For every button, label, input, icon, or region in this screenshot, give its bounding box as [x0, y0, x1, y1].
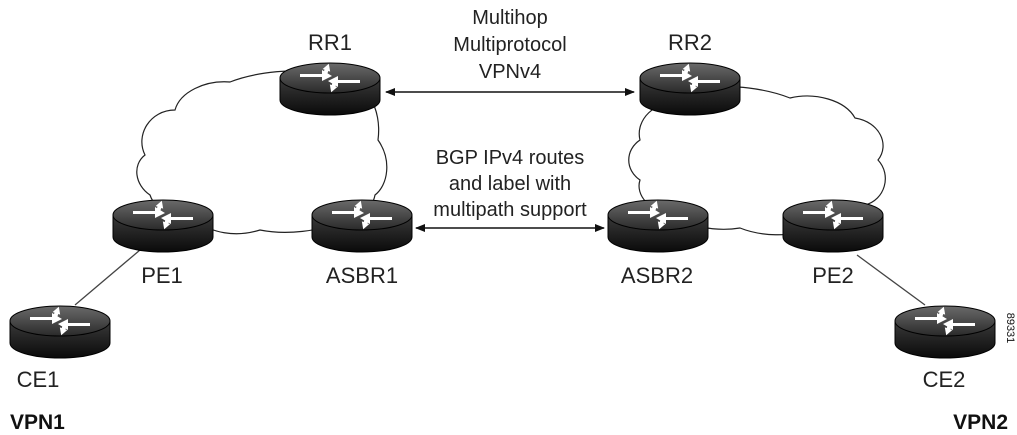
rr1-label: RR1: [308, 30, 352, 55]
bgp-annotation-line-3: multipath support: [433, 199, 587, 221]
figure-id: 89331: [1004, 313, 1016, 344]
vpn-left-label: VPN1: [10, 411, 65, 434]
multihop-annotation-line-3: VPNv4: [479, 61, 541, 83]
ce1-label: CE1: [17, 367, 60, 392]
asbr2-label: ASBR2: [621, 263, 693, 288]
rr1-router-icon: [279, 61, 381, 116]
ce2-label: CE2: [923, 367, 966, 392]
multihop-annotation-line-2: Multiprotocol: [453, 34, 566, 56]
multihop-annotation-line-1: Multihop: [472, 7, 548, 29]
bgp-annotation-line-1: BGP IPv4 routes: [436, 147, 585, 169]
asbr2-router-icon: [607, 198, 709, 253]
asbr1-label: ASBR1: [326, 263, 398, 288]
pe1-router-icon: [112, 198, 214, 253]
rr2-label: RR2: [668, 30, 712, 55]
pe2-ce2-link: [856, 254, 926, 306]
ce1-router-icon: [9, 304, 111, 359]
ce2-router-icon: [894, 304, 996, 359]
bgp-annotation-line-2: and label with: [449, 173, 571, 195]
vpn-right-label: VPN2: [953, 411, 1008, 434]
pe2-router-icon: [782, 198, 884, 253]
pe1-label: PE1: [141, 263, 183, 288]
pe2-label: PE2: [812, 263, 854, 288]
rr2-router-icon: [639, 61, 741, 116]
asbr1-router-icon: [311, 198, 413, 253]
ce1-pe1-link: [74, 249, 141, 306]
